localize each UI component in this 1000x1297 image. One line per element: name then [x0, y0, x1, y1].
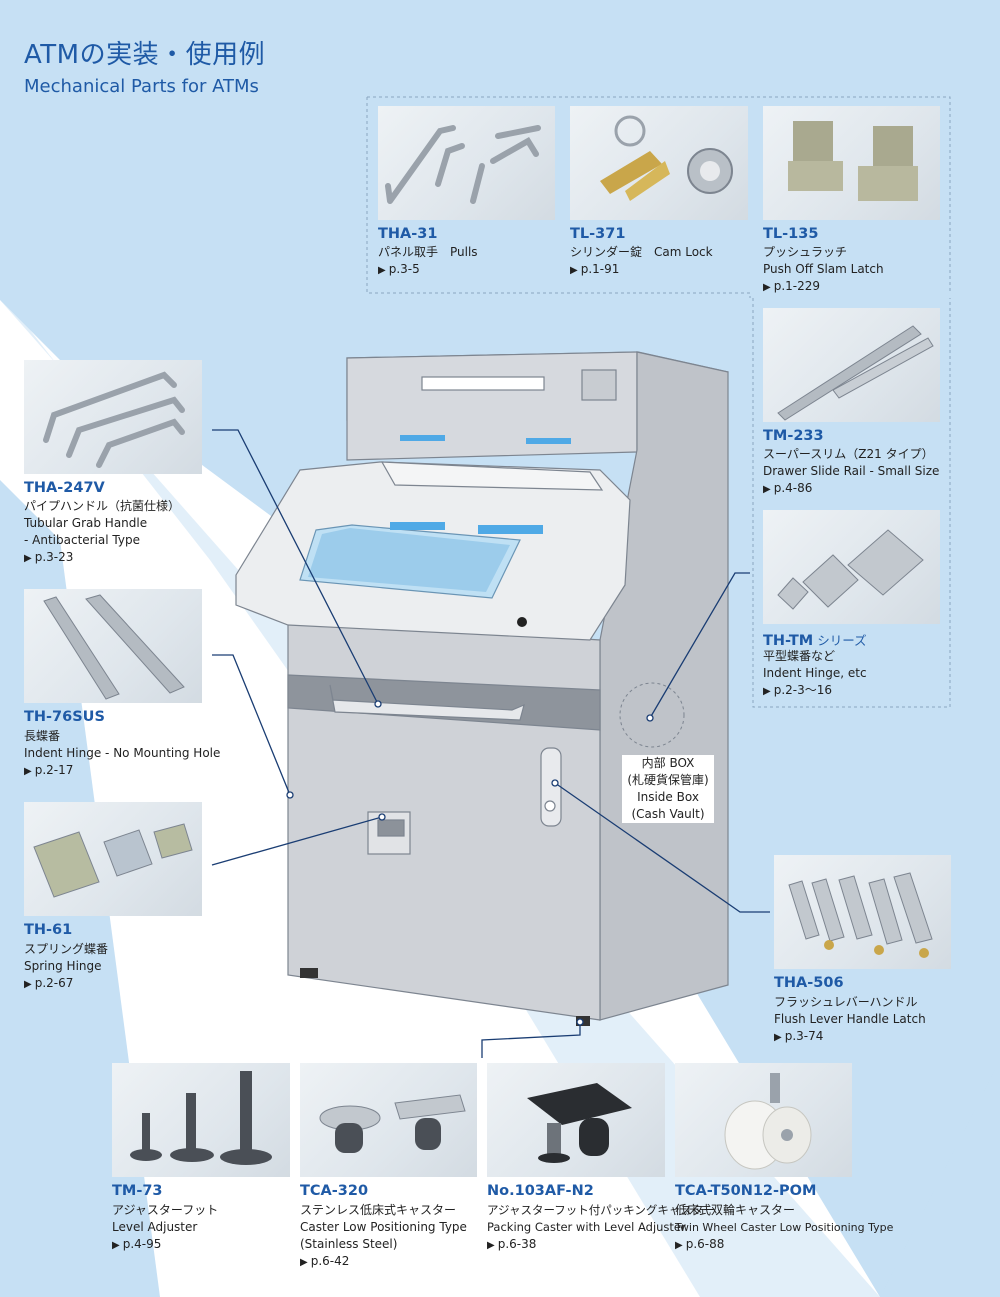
product-desc-en: Twin Wheel Caster Low Positioning Type	[675, 1221, 894, 1234]
cam-lock-icon	[600, 115, 733, 201]
page-ref: ▶p.2-3～16	[763, 683, 833, 697]
product-desc: シリンダー錠 Cam Lock	[570, 245, 713, 259]
product-code: TH-TM シリーズ	[763, 633, 867, 649]
product-desc: スプリング蝶番	[24, 942, 109, 956]
page-ref: ▶p.3-74	[774, 1029, 824, 1043]
play-icon: ▶	[112, 1240, 120, 1251]
product-desc: アジャスターフット	[112, 1203, 219, 1217]
play-icon: ▶	[763, 282, 771, 293]
product-code: THA-31	[378, 226, 438, 242]
page-ref: ▶p.3-5	[378, 262, 420, 276]
page-ref: ▶p.2-67	[24, 976, 74, 990]
product-code: TCA-T50N12-POM	[675, 1183, 817, 1199]
atm-machine	[235, 351, 729, 1026]
product-desc-en: Flush Lever Handle Latch	[774, 1012, 926, 1026]
product-code: TH-61	[24, 922, 73, 938]
product-code: TL-135	[763, 226, 819, 242]
play-icon: ▶	[24, 766, 32, 777]
product-desc-en: Indent Hinge, etc	[763, 666, 867, 680]
flat-hinge-icon	[777, 529, 924, 610]
play-icon: ▶	[774, 1032, 782, 1043]
page-ref: ▶p.6-38	[487, 1237, 537, 1251]
product-desc-en: Indent Hinge - No Mounting Hole	[24, 746, 221, 760]
tm73-photo	[112, 1063, 290, 1177]
flush-lever-icon	[788, 872, 933, 958]
product-desc-en2: (Stainless Steel)	[300, 1237, 398, 1251]
product-desc-en2: - Antibacterial Type	[24, 533, 140, 547]
tca320-photo	[300, 1063, 477, 1177]
long-hinge-icon	[43, 594, 185, 700]
page-ref: ▶p.3-23	[24, 550, 74, 564]
product-code: THA-506	[774, 975, 844, 991]
play-icon: ▶	[378, 265, 386, 276]
product-desc: フラッシュレバーハンドル	[774, 995, 918, 1009]
product-desc-en: Packing Caster with Level Adjuster	[487, 1220, 686, 1234]
slam-latch-icon	[788, 121, 918, 201]
product-desc: 長蝶番	[24, 729, 61, 743]
product-desc-en: Drawer Slide Rail - Small Size	[763, 464, 940, 478]
product-code: TM-73	[112, 1183, 163, 1199]
product-desc: 平型蝶番など	[763, 649, 836, 663]
play-icon: ▶	[487, 1240, 495, 1251]
tl135-photo	[763, 106, 940, 220]
pull-handle-icon	[385, 125, 541, 204]
th61-photo	[24, 802, 202, 916]
product-desc-en: Level Adjuster	[112, 1220, 198, 1234]
inside-box-label: 内部 BOX (札硬貨保管庫) Inside Box (Cash Vault)	[622, 755, 714, 823]
product-code: THA-247V	[24, 480, 105, 496]
product-code: TH-76SUS	[24, 709, 105, 725]
play-icon: ▶	[24, 553, 32, 564]
th76sus-photo	[24, 589, 202, 703]
level-adjuster-icon	[130, 1071, 272, 1165]
product-code: TM-233	[763, 428, 824, 444]
tha506-photo	[774, 855, 951, 969]
spring-hinge-icon	[33, 823, 193, 898]
page-ref: ▶p.4-95	[112, 1237, 162, 1251]
play-icon: ▶	[300, 1257, 308, 1268]
page-ref: ▶p.2-17	[24, 763, 74, 777]
product-desc: 低床式双輪キャスター	[675, 1203, 796, 1217]
twin-wheel-caster-icon	[724, 1073, 812, 1170]
thtm-photo	[763, 510, 940, 624]
play-icon: ▶	[570, 265, 578, 276]
page-ref: ▶p.1-229	[763, 279, 821, 293]
product-desc: プッシュラッチ	[763, 245, 848, 259]
product-desc-en: Caster Low Positioning Type	[300, 1220, 467, 1234]
product-desc-en: Push Off Slam Latch	[763, 262, 884, 276]
product-code: TL-371	[570, 226, 626, 242]
product-desc: アジャスターフット付パッキングキャスター	[487, 1203, 715, 1217]
tha247v-photo	[24, 360, 202, 474]
page-ref: ▶p.1-91	[570, 262, 620, 276]
tha31-photo	[378, 106, 555, 220]
play-icon: ▶	[763, 686, 771, 697]
page-title-jp: ATMの実装・使用例	[24, 40, 266, 70]
grab-handle-icon	[43, 371, 185, 468]
play-icon: ▶	[763, 484, 771, 495]
page-ref: ▶p.6-42	[300, 1254, 350, 1268]
product-code: TCA-320	[300, 1183, 369, 1199]
tcat50-photo	[675, 1063, 852, 1177]
page-ref: ▶p.6-88	[675, 1237, 725, 1251]
play-icon: ▶	[24, 979, 32, 990]
page-ref: ▶p.4-86	[763, 481, 813, 495]
slide-rail-icon	[777, 325, 934, 421]
play-icon: ▶	[675, 1240, 683, 1251]
product-code: No.103AF-N2	[487, 1183, 594, 1199]
product-desc: スーパースリム（Z21 タイプ）	[763, 447, 934, 461]
caster-icon	[319, 1094, 466, 1153]
product-desc-en: Spring Hinge	[24, 959, 102, 973]
tl371-photo	[570, 106, 748, 220]
product-desc: ステンレス低床式キャスター	[300, 1203, 457, 1217]
page-title-en: Mechanical Parts for ATMs	[24, 76, 259, 97]
product-desc: パイプハンドル（抗菌仕様）	[24, 499, 181, 513]
no103-photo	[487, 1063, 665, 1177]
tm233-photo	[763, 308, 940, 422]
product-desc-en: Tubular Grab Handle	[24, 516, 148, 530]
product-desc: パネル取手 Pulls	[378, 245, 478, 259]
packing-caster-icon	[527, 1083, 632, 1163]
